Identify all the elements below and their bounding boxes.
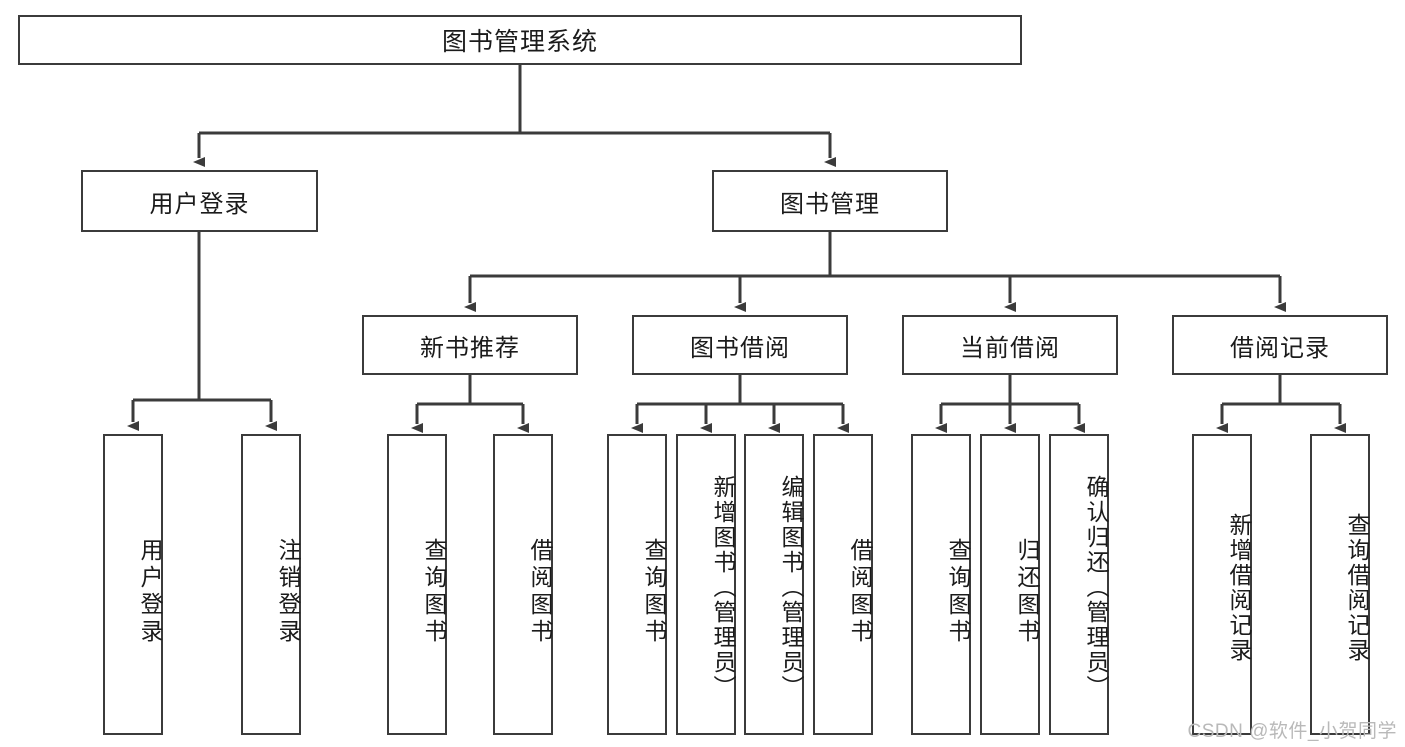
watermark: CSDN @软件_小贺同学: [1187, 721, 1397, 742]
node-label: 查询图书: [641, 537, 667, 646]
leaf-borrow-book-recommend[interactable]: 借阅图书: [493, 434, 553, 735]
leaf-user-login[interactable]: 用户登录: [103, 434, 163, 735]
leaf-add-borrow-record[interactable]: 新增借阅记录: [1192, 434, 1252, 735]
node-label: 注销登录: [275, 537, 301, 646]
leaf-query-book-borrow[interactable]: 查询图书: [607, 434, 667, 735]
node-label: 图书管理系统: [441, 28, 598, 56]
leaf-confirm-return-admin[interactable]: 确认归还（管理员）: [1049, 434, 1109, 735]
node-book-borrow[interactable]: 图书借阅: [632, 315, 848, 375]
node-label: 查询借阅记录: [1344, 512, 1370, 663]
node-label: 用户登录: [137, 537, 163, 646]
leaf-add-book-admin[interactable]: 新增图书（管理员）: [676, 434, 736, 735]
node-label: 用户登录: [149, 190, 250, 218]
node-label: 图书借阅: [690, 334, 790, 362]
node-label: 新增图书（管理员）: [710, 475, 736, 700]
node-label: 借阅图书: [847, 537, 873, 646]
node-label: 查询图书: [945, 537, 971, 646]
node-user-login[interactable]: 用户登录: [81, 170, 318, 232]
leaf-query-book-recommend[interactable]: 查询图书: [387, 434, 447, 735]
leaf-edit-book-admin[interactable]: 编辑图书（管理员）: [744, 434, 804, 735]
leaf-borrow-book[interactable]: 借阅图书: [813, 434, 873, 735]
node-new-book-recommend[interactable]: 新书推荐: [362, 315, 578, 375]
leaf-query-book-current[interactable]: 查询图书: [911, 434, 971, 735]
node-root-book-management-system[interactable]: 图书管理系统: [18, 15, 1022, 65]
node-current-borrow[interactable]: 当前借阅: [902, 315, 1118, 375]
leaf-return-book[interactable]: 归还图书: [980, 434, 1040, 735]
node-borrow-record[interactable]: 借阅记录: [1172, 315, 1388, 375]
node-label: 新增借阅记录: [1226, 512, 1252, 663]
node-label: 编辑图书（管理员）: [778, 475, 804, 700]
leaf-query-borrow-record[interactable]: 查询借阅记录: [1310, 434, 1370, 735]
node-label: 图书管理: [780, 190, 880, 218]
node-label: 确认归还（管理员）: [1083, 475, 1109, 700]
node-label: 归还图书: [1014, 537, 1040, 646]
node-label: 借阅记录: [1230, 334, 1330, 362]
node-label: 新书推荐: [420, 334, 520, 362]
node-book-management[interactable]: 图书管理: [712, 170, 948, 232]
node-label: 当前借阅: [960, 334, 1060, 362]
node-label: 查询图书: [421, 537, 447, 646]
leaf-logout[interactable]: 注销登录: [241, 434, 301, 735]
node-label: 借阅图书: [527, 537, 553, 646]
